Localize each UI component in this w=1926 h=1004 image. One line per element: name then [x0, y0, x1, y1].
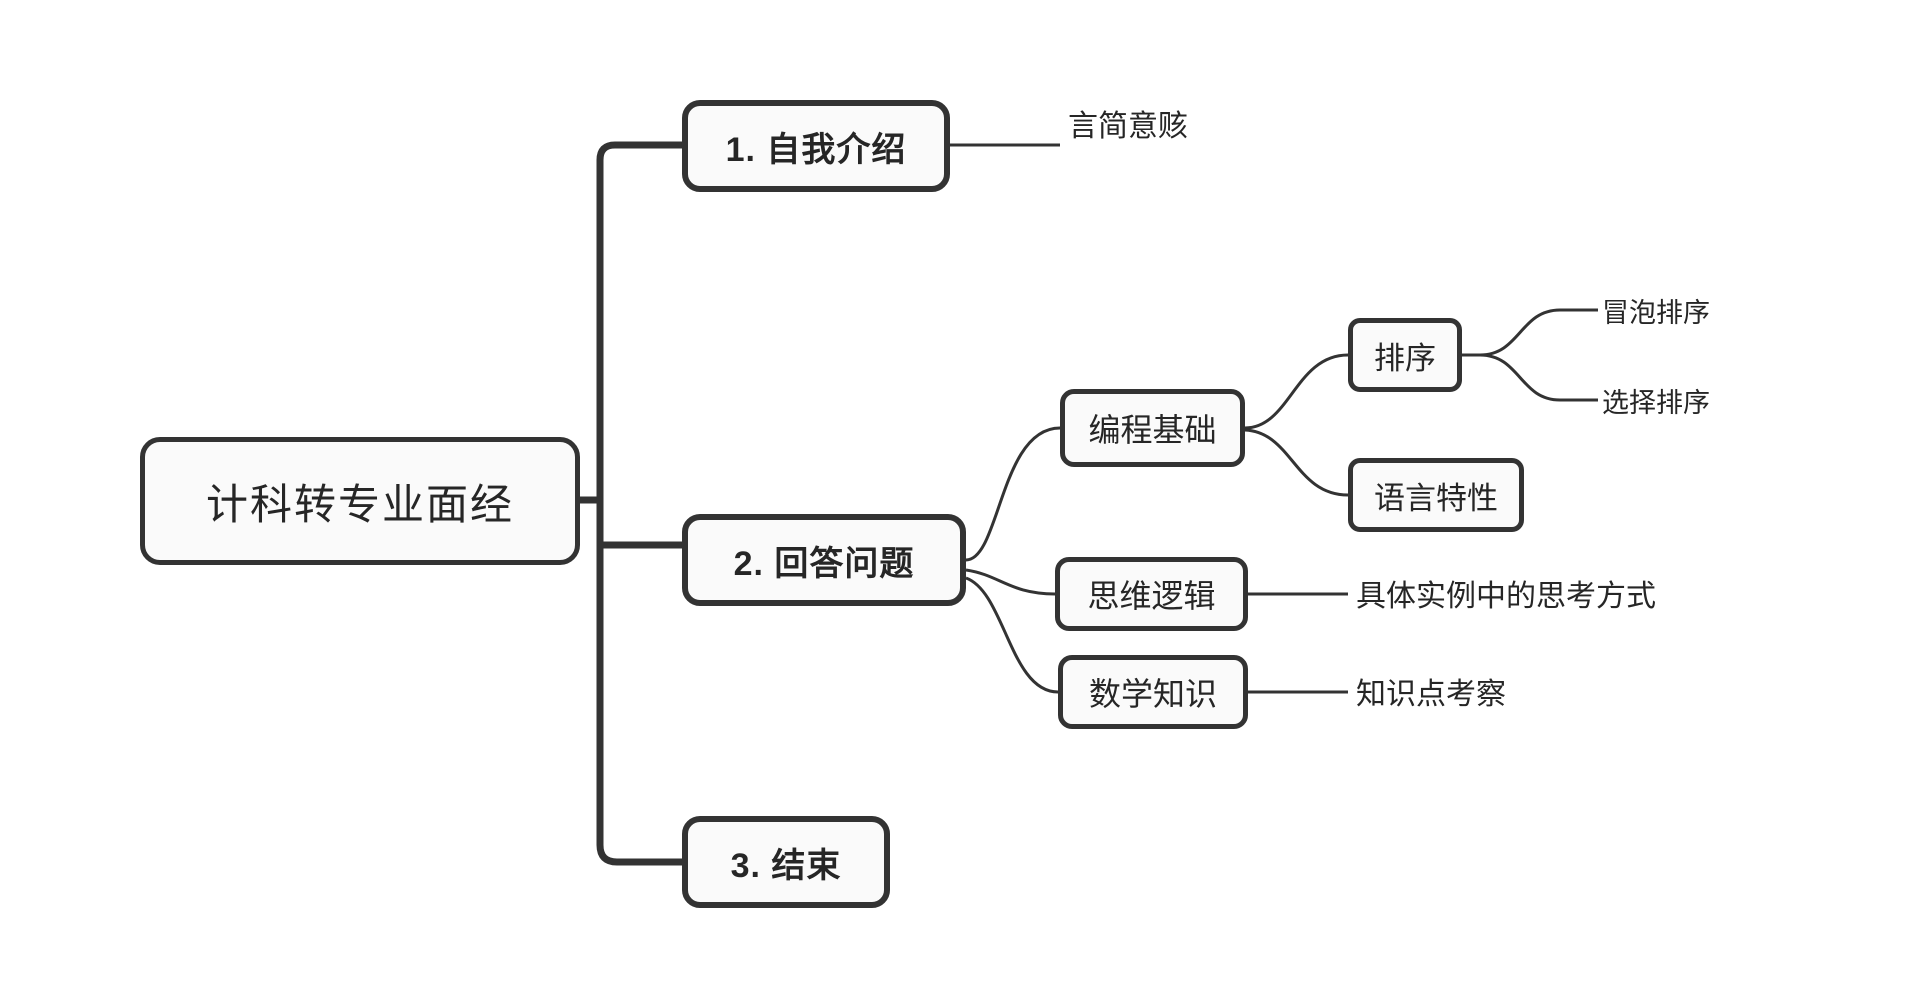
- node-math-knowledge-label: 数学知识: [1088, 676, 1217, 712]
- leaf-label-knowledge-points: 知识点考察: [1356, 671, 1506, 711]
- branch-node-ending-label: 3. 结束: [730, 846, 842, 885]
- leaf-label-bubble-sort: 冒泡排序: [1602, 292, 1710, 328]
- root-node-label: 计科转专业面经: [205, 480, 514, 528]
- node-math-knowledge[interactable]: 数学知识: [1058, 655, 1248, 729]
- leaf-label-knowledge-points-text: 知识点考察: [1356, 678, 1506, 711]
- node-language-features[interactable]: 语言特性: [1348, 458, 1524, 532]
- branch-node-self-introduction[interactable]: 1. 自我介绍: [682, 100, 950, 192]
- leaf-label-selection-sort: 选择排序: [1602, 382, 1710, 418]
- branch-node-ending[interactable]: 3. 结束: [682, 816, 890, 908]
- branch-node-answer-questions[interactable]: 2. 回答问题: [682, 514, 966, 606]
- node-sorting-label: 排序: [1374, 340, 1436, 376]
- leaf-label-bubble-sort-text: 冒泡排序: [1602, 297, 1710, 328]
- leaf-label-thinking-in-examples: 具体实例中的思考方式: [1356, 573, 1656, 613]
- leaf-label-thinking-in-examples-text: 具体实例中的思考方式: [1356, 580, 1656, 613]
- node-logical-thinking[interactable]: 思维逻辑: [1055, 557, 1248, 631]
- node-sorting[interactable]: 排序: [1348, 318, 1462, 392]
- leaf-label-concise: 言简意赅: [1068, 103, 1188, 143]
- node-logical-thinking-label: 思维逻辑: [1087, 578, 1216, 614]
- node-language-features-label: 语言特性: [1374, 480, 1498, 516]
- leaf-label-concise-text: 言简意赅: [1068, 110, 1188, 143]
- leaf-label-selection-sort-text: 选择排序: [1602, 387, 1710, 418]
- branch-node-answer-questions-label: 2. 回答问题: [733, 544, 915, 583]
- node-programming-basics-label: 编程基础: [1088, 412, 1217, 448]
- branch-node-self-introduction-label: 1. 自我介绍: [725, 130, 907, 169]
- node-programming-basics[interactable]: 编程基础: [1060, 389, 1245, 467]
- root-node[interactable]: 计科转专业面经: [140, 437, 580, 565]
